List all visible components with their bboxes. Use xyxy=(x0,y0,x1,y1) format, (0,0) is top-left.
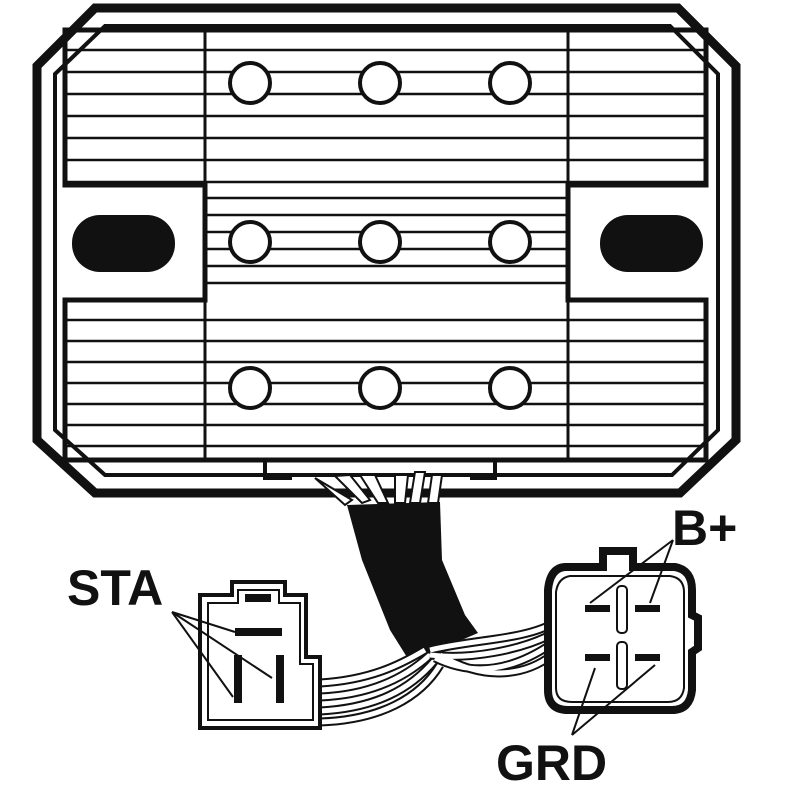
bolt-hole xyxy=(488,366,532,410)
label-bplus: B+ xyxy=(672,500,737,556)
sta-pin-left xyxy=(234,655,242,703)
bolt-hole xyxy=(488,61,532,105)
sta-pin-horizontal xyxy=(235,628,282,636)
sta-pin-right xyxy=(276,655,284,703)
plug-pin-bplus-left xyxy=(585,605,610,612)
bolt-hole xyxy=(358,61,402,105)
wire-harness xyxy=(314,471,555,727)
cable-sheath xyxy=(347,502,478,662)
cable-exit-tab xyxy=(263,462,497,480)
mounting-bolts xyxy=(228,61,532,410)
bolt-hole xyxy=(228,61,272,105)
bolt-hole xyxy=(358,366,402,410)
bolt-hole xyxy=(228,366,272,410)
label-grd: GRD xyxy=(496,735,607,791)
leader-lines xyxy=(171,539,674,736)
plug-pin-grd-left xyxy=(585,654,610,661)
regulator-body xyxy=(32,3,741,498)
bolt-hole xyxy=(488,220,532,264)
bolt-hole xyxy=(358,220,402,264)
bolt-hole xyxy=(228,220,272,264)
sta-connector xyxy=(198,580,322,730)
body-inner-outline xyxy=(53,24,720,477)
plug-pin-grd-right xyxy=(635,654,660,661)
label-sta: STA xyxy=(67,560,163,616)
main-plug-connector xyxy=(544,547,702,714)
plug-pin-bplus-right xyxy=(635,605,660,612)
sta-pin-top xyxy=(245,594,271,602)
mount-slot-left xyxy=(72,215,175,272)
mount-slot-right xyxy=(600,215,703,272)
